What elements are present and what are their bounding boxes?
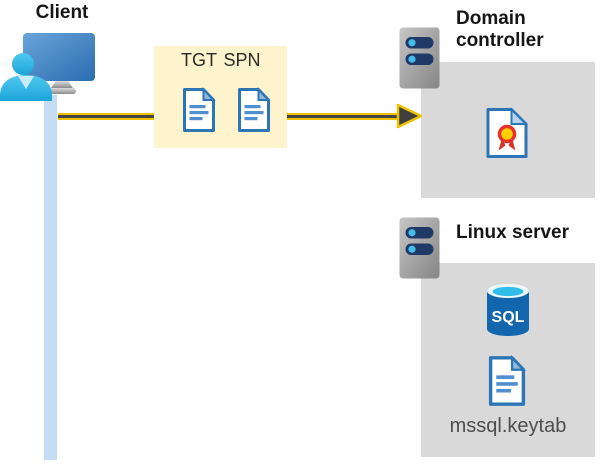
domain-controller-label: Domain controller [456, 8, 544, 51]
certificate-icon [486, 107, 529, 158]
monitor-icon [23, 33, 95, 94]
linux-server-panel: SQL mssql.keytab [421, 263, 595, 457]
request-arrow-head-icon [396, 103, 422, 129]
sql-database-icon: SQL [487, 284, 529, 336]
client-timeline-bar [44, 95, 57, 460]
sql-text: SQL [492, 309, 525, 326]
client-computer-icon [0, 33, 95, 101]
spn-document-icon [238, 87, 271, 132]
tgt-label: TGT [181, 50, 217, 70]
ribbon-shape [498, 138, 516, 151]
person-icon [0, 53, 52, 101]
domain-controller-server-icon [399, 27, 440, 89]
domain-controller-panel [421, 62, 595, 198]
tgt-document-icon [183, 87, 216, 132]
ticket-box: TGT SPN [154, 46, 287, 148]
client-label: Client [35, 2, 89, 23]
keytab-filename-label: mssql.keytab [449, 415, 567, 437]
linux-server-icon [399, 217, 440, 279]
keytab-document-icon [488, 355, 527, 406]
spn-label: SPN [223, 50, 261, 70]
linux-server-label: Linux server [456, 222, 569, 243]
